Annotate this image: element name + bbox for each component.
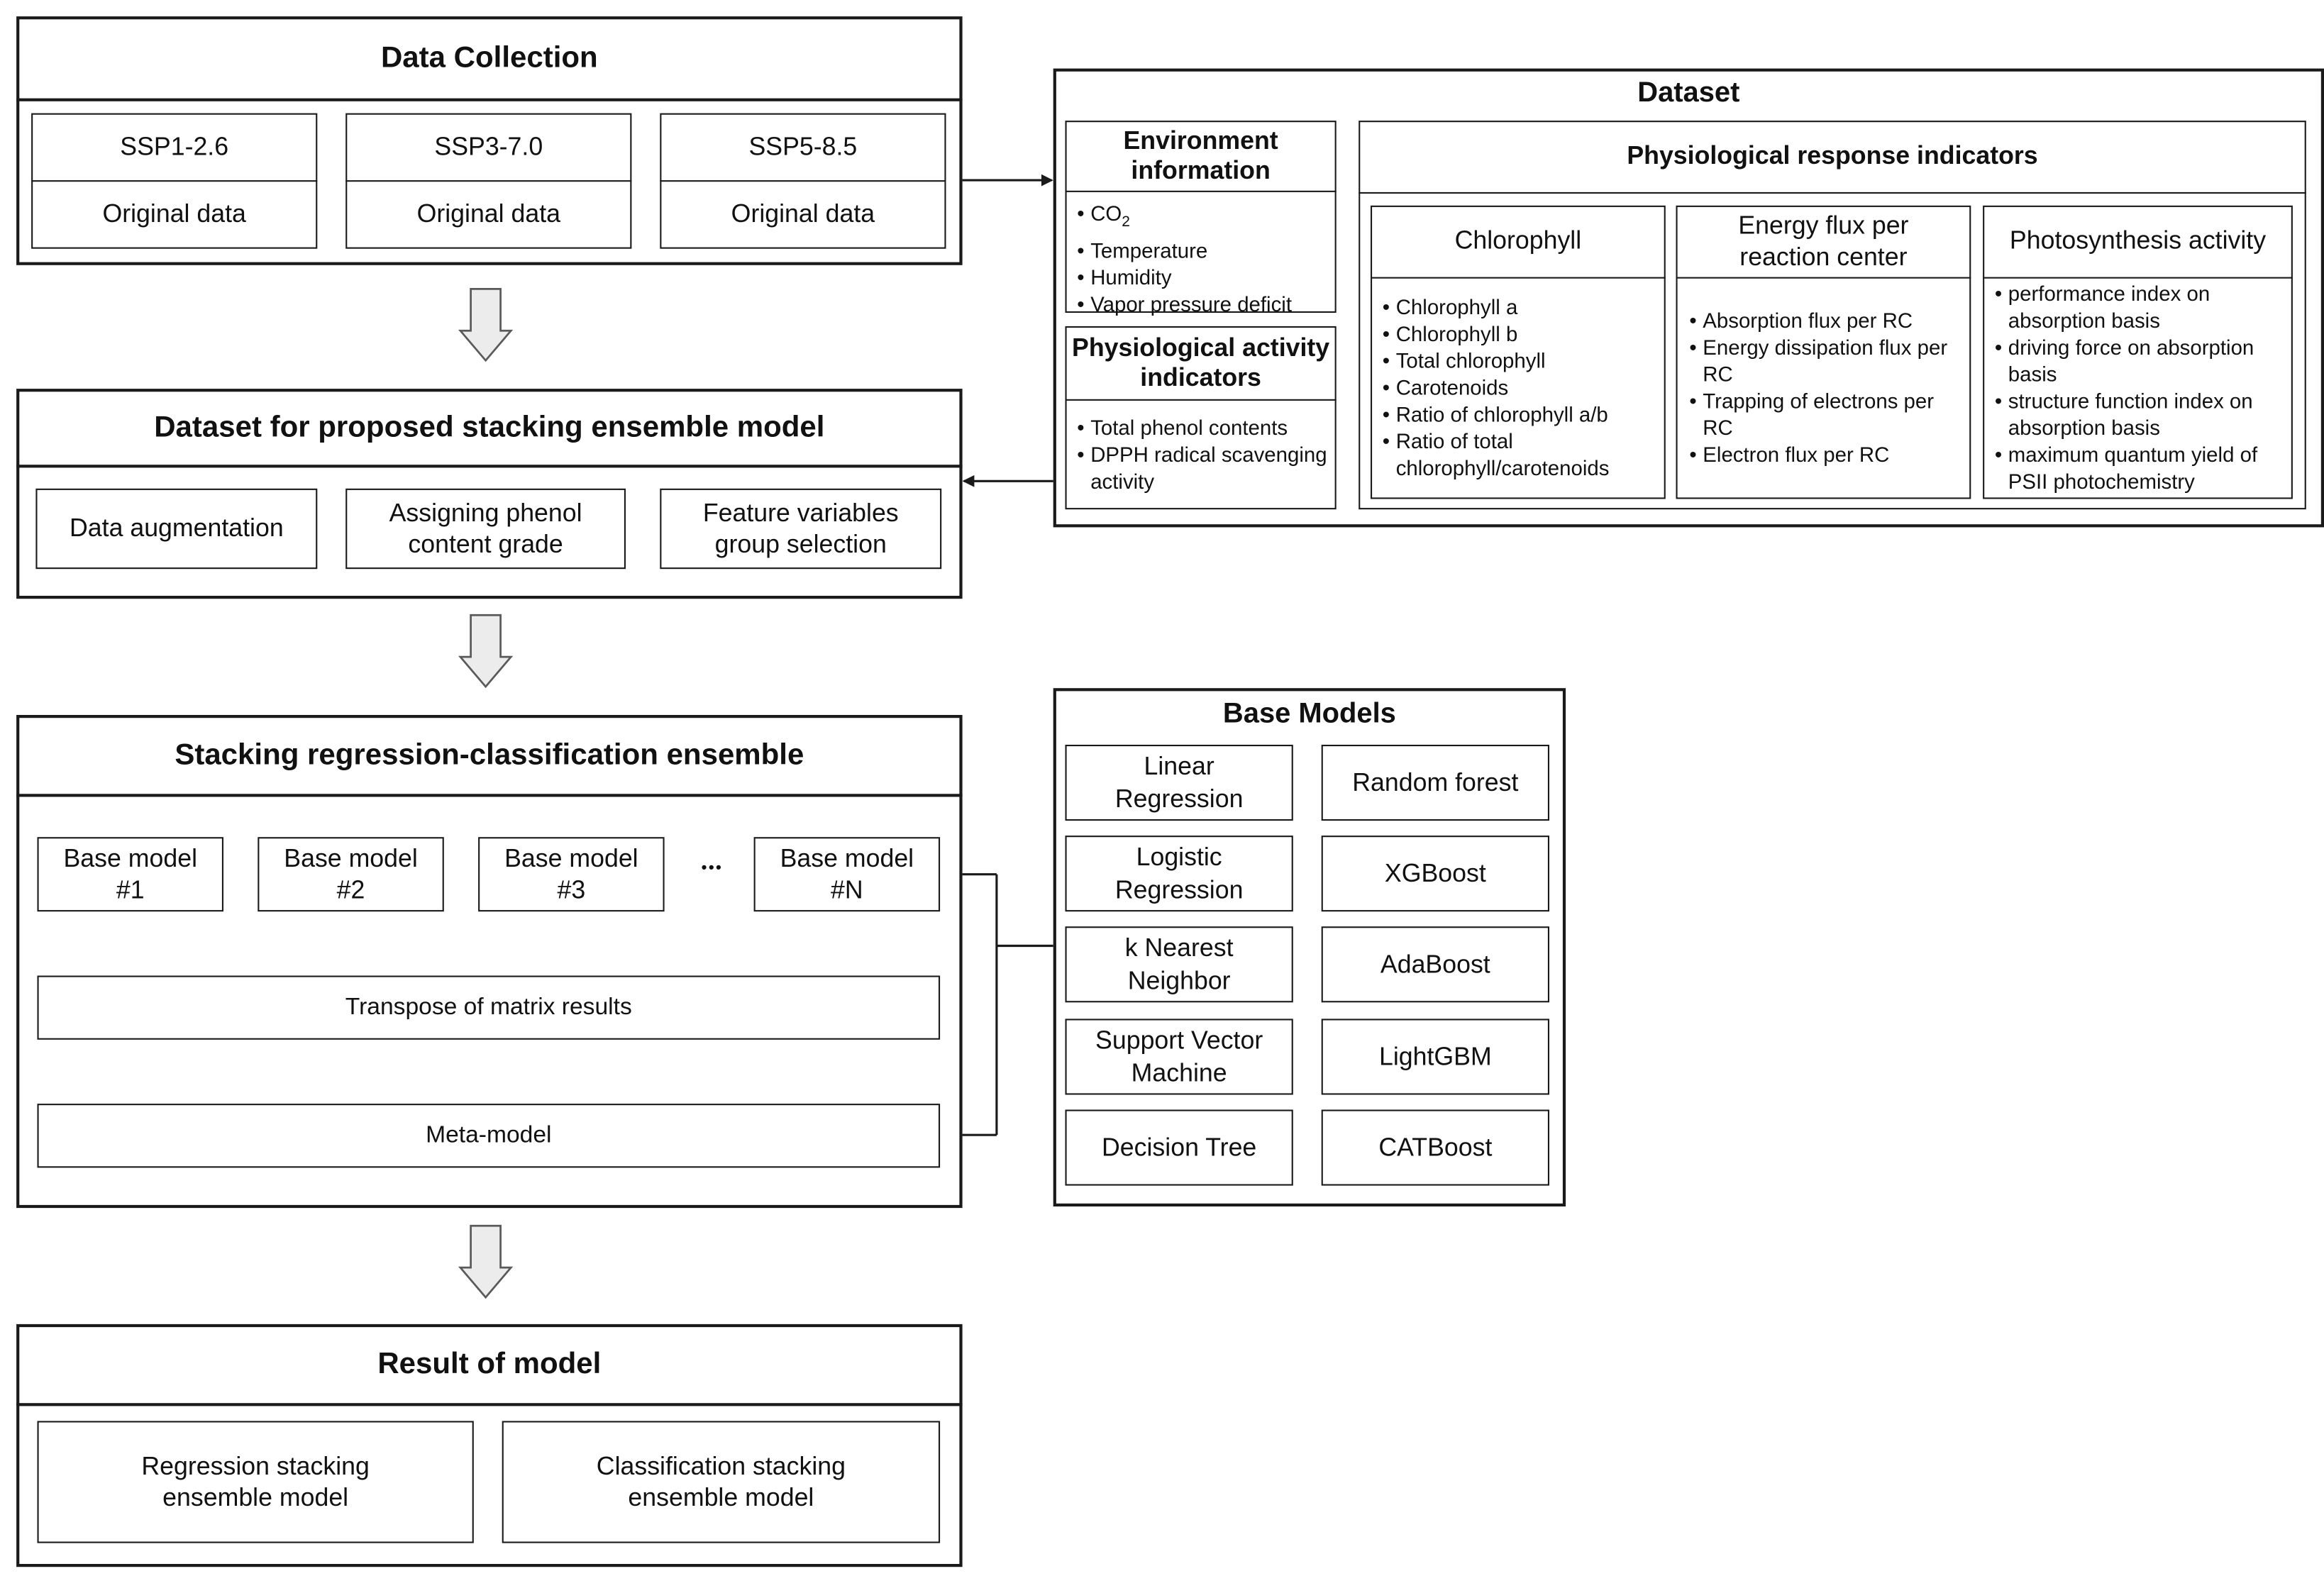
regression-output-box: Regression stacking ensemble model — [37, 1421, 474, 1543]
base-model-box: Base model #3 — [478, 837, 665, 912]
activity-item: DPPH radical scavenging activity — [1074, 441, 1333, 495]
scenario-data: Original data — [102, 200, 246, 229]
base-model-option: k Nearest Neighbor — [1065, 926, 1293, 1003]
scenario-name: SSP5-8.5 — [748, 132, 858, 161]
base-model-option: Decision Tree — [1065, 1109, 1293, 1186]
photosynthesis-item: maximum quantum yield of PSII photochemi… — [1992, 441, 2287, 495]
photosynthesis-list: performance index on absorption basis dr… — [1992, 280, 2287, 494]
response-column-title: Energy flux per reaction center — [1738, 211, 1909, 272]
response-column-title: Chlorophyll — [1454, 226, 1582, 255]
data-augmentation-step: Data augmentation — [35, 488, 318, 570]
physiological-response-title: Physiological response indicators — [1627, 141, 2038, 170]
energy-flux-item: Electron flux per RC — [1686, 441, 1966, 468]
chlorophyll-list: Chlorophyll a Chlorophyll b Total chloro… — [1380, 294, 1660, 482]
base-model-box: Base model #N — [753, 837, 941, 912]
chlorophyll-item: Chlorophyll b — [1380, 320, 1660, 347]
energy-flux-list: Absorption flux per RC Energy dissipatio… — [1686, 307, 1966, 468]
base-model-box: Base model #1 — [37, 837, 223, 912]
chlorophyll-item: Ratio of total chlorophyll/carotenoids — [1380, 428, 1660, 482]
response-column-title: Photosynthesis activity — [2009, 226, 2267, 255]
physiological-activity-title: Physiological activity indicators — [1072, 333, 1330, 392]
chlorophyll-item: Ratio of chlorophyll a/b — [1380, 401, 1660, 428]
phenol-grade-step: Assigning phenol content grade — [345, 488, 626, 570]
meta-model-box: Meta-model — [37, 1104, 941, 1168]
environment-item: CO2 — [1074, 199, 1333, 236]
scenario-data: Original data — [416, 200, 560, 229]
feature-selection-step: Feature variables group selection — [660, 488, 942, 570]
base-model-option: LightGBM — [1321, 1019, 1549, 1095]
scenario-name: SSP1-2.6 — [120, 132, 229, 161]
base-model-option: AdaBoost — [1321, 926, 1549, 1003]
physiological-activity-list: Total phenol contents DPPH radical scave… — [1074, 414, 1333, 494]
photosynthesis-item: driving force on absorption basis — [1992, 333, 2287, 387]
classification-output-box: Classification stacking ensemble model — [502, 1421, 941, 1543]
environment-title: Environment information — [1123, 126, 1278, 185]
data-collection-title: Data Collection — [380, 41, 598, 74]
chlorophyll-item: Carotenoids — [1380, 374, 1660, 401]
base-model-option: Random forest — [1321, 745, 1549, 821]
result-title: Result of model — [377, 1348, 602, 1381]
environment-item: Humidity — [1074, 263, 1333, 290]
scenario-data: Original data — [731, 200, 875, 229]
base-model-option: CATBoost — [1321, 1109, 1549, 1186]
down-arrow-1 — [458, 288, 514, 362]
proposed-dataset-title: Dataset for proposed stacking ensemble m… — [154, 411, 825, 444]
base-model-option: XGBoost — [1321, 836, 1549, 912]
ellipsis: ••• — [701, 859, 724, 878]
energy-flux-item: Absorption flux per RC — [1686, 307, 1966, 334]
scenario-name: SSP3-7.0 — [434, 132, 543, 161]
photosynthesis-item: performance index on absorption basis — [1992, 280, 2287, 334]
chlorophyll-item: Total chlorophyll — [1380, 347, 1660, 374]
down-arrow-2 — [458, 614, 514, 689]
chlorophyll-item: Chlorophyll a — [1380, 294, 1660, 321]
dataset-title: Dataset — [1637, 77, 1740, 109]
base-model-box: Base model #2 — [258, 837, 444, 912]
energy-flux-item: Trapping of electrons per RC — [1686, 387, 1966, 441]
base-model-option: Support Vector Machine — [1065, 1019, 1293, 1095]
stacking-title: Stacking regression-classification ensem… — [175, 738, 804, 772]
base-model-option: Linear Regression — [1065, 745, 1293, 821]
photosynthesis-item: structure function index on absorption b… — [1992, 387, 2287, 441]
transpose-box: Transpose of matrix results — [37, 975, 941, 1040]
down-arrow-3 — [458, 1224, 514, 1299]
activity-item: Total phenol contents — [1074, 414, 1333, 441]
environment-item: Temperature — [1074, 236, 1333, 263]
base-model-option: Logistic Regression — [1065, 836, 1293, 912]
base-models-title: Base Models — [1222, 698, 1396, 730]
environment-item: Vapor pressure deficit — [1074, 290, 1333, 317]
environment-list: CO2 Temperature Humidity Vapor pressure … — [1074, 199, 1333, 316]
energy-flux-item: Energy dissipation flux per RC — [1686, 333, 1966, 387]
